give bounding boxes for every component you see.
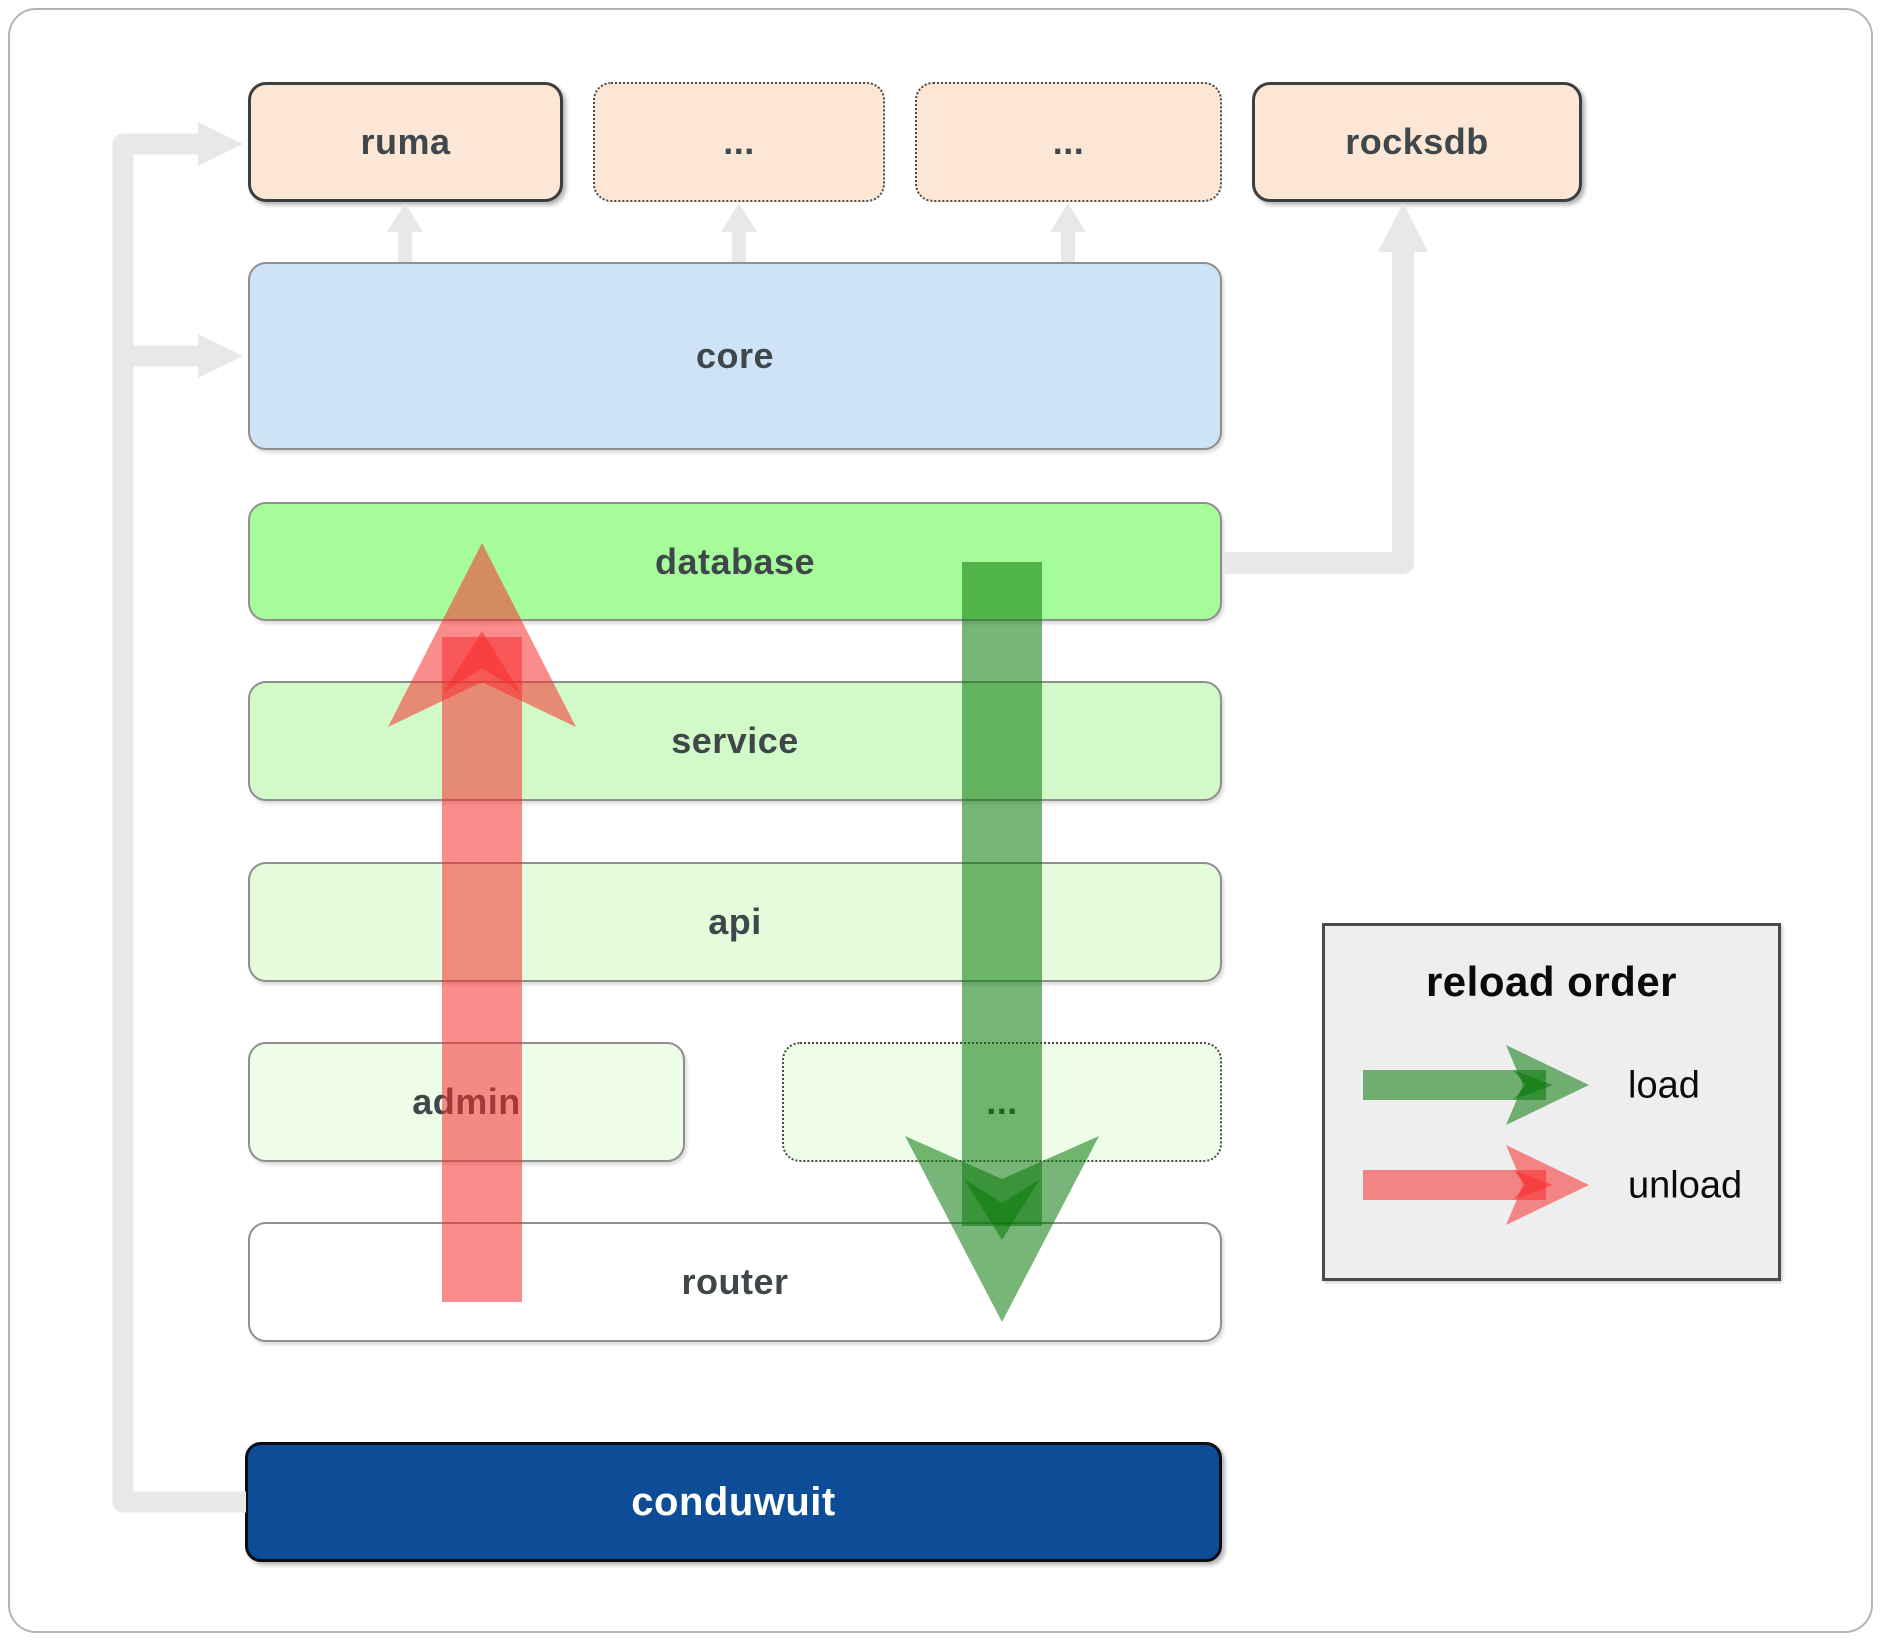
legend-load-label: load	[1628, 1064, 1700, 1107]
node-service: service	[248, 681, 1222, 801]
legend-unload-arrow-icon	[1363, 1145, 1589, 1225]
node-admin: admin	[248, 1042, 685, 1162]
node-ellipsis-top-1-label: ...	[723, 121, 755, 162]
arrow-marker	[1513, 1170, 1553, 1200]
node-router: router	[248, 1222, 1222, 1342]
node-ellipsis-admin: ...	[782, 1042, 1222, 1162]
node-ellipsis-top-2-label: ...	[1052, 121, 1085, 162]
arrow-marker	[1513, 1070, 1553, 1100]
node-core-label: core	[695, 335, 775, 376]
node-router-label: router	[681, 1261, 789, 1302]
legend-title: reload order	[1425, 958, 1678, 1005]
node-ruma: ruma	[248, 82, 563, 202]
node-api-label: api	[708, 901, 762, 942]
node-rocksdb: rocksdb	[1252, 82, 1582, 202]
node-database: database	[248, 502, 1222, 621]
node-ellipsis-top-1: ...	[593, 82, 885, 202]
node-database-label: database	[654, 540, 816, 582]
node-api: api	[248, 862, 1222, 982]
outer-frame	[8, 8, 1873, 1633]
legend-unload-label: unload	[1628, 1164, 1743, 1207]
node-conduwuit-label: conduwuit	[631, 1479, 836, 1524]
arrow-shaft	[1363, 1170, 1546, 1200]
legend-load-arrow-icon	[1363, 1045, 1589, 1125]
node-conduwuit: conduwuit	[245, 1442, 1222, 1562]
node-ellipsis-top-2: ...	[915, 82, 1222, 202]
node-rocksdb-label: rocksdb	[1345, 121, 1489, 162]
node-service-label: service	[671, 720, 799, 761]
node-ruma-label: ruma	[360, 121, 451, 162]
legend-reload-order: reload order load unload	[1322, 923, 1781, 1281]
node-admin-label: admin	[412, 1081, 521, 1122]
node-core: core	[248, 262, 1222, 450]
node-ellipsis-admin-label: ...	[986, 1081, 1018, 1122]
arrow-shaft	[1363, 1070, 1546, 1100]
